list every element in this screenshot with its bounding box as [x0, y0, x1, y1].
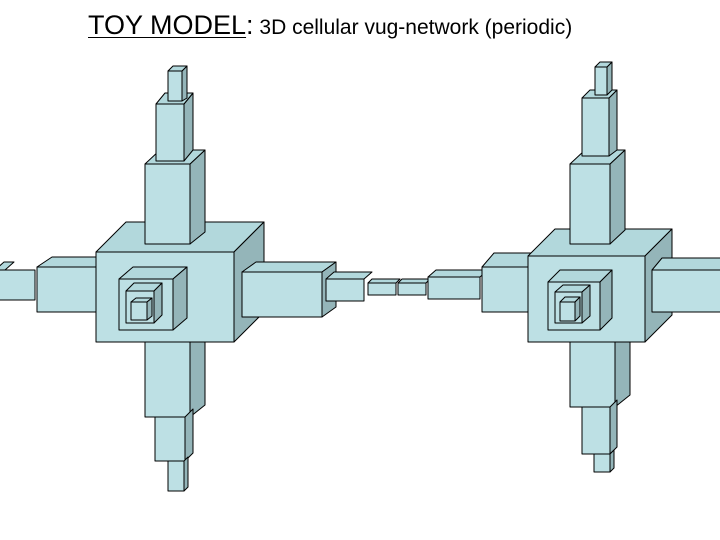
cell-left: [0, 65, 401, 492]
cell-right-top-arm: [569, 61, 626, 245]
cell-left-left-bar-outer: [0, 261, 36, 301]
cell-right-bottom-arm: [569, 329, 631, 473]
cell-left-bottom-arm: [144, 329, 206, 492]
cell-left-right-arm: [241, 261, 401, 318]
title-separator: :: [246, 10, 254, 40]
cell-right-left-arm: [397, 252, 541, 313]
cell-right-right-arm: [651, 257, 720, 313]
network-group: [0, 61, 720, 492]
slide-title: TOY MODEL: 3D cellular vug-network (peri…: [88, 10, 708, 41]
title-subtitle: 3D cellular vug-network (periodic): [253, 16, 573, 39]
cell-left-vug: [118, 266, 188, 331]
title-main: TOY MODEL: [88, 10, 247, 40]
cell-right: [397, 61, 720, 473]
cell-right-vug: [547, 269, 613, 331]
cell-left-top-arm: [144, 65, 206, 245]
